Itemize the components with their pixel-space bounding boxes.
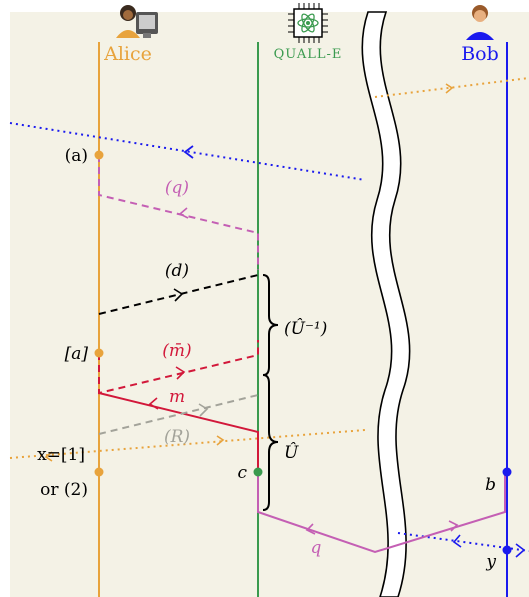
R-arrow — [198, 403, 209, 417]
brace-u — [262, 374, 279, 511]
m-bar-path — [98, 340, 259, 395]
q-bottom-arrow-right — [448, 520, 459, 532]
bob-avatar-icon — [466, 5, 494, 40]
orange-signal-bottom-arrow-right — [216, 435, 225, 446]
m-arrow — [148, 397, 159, 410]
label-x: x=[1] — [37, 445, 85, 465]
chip-icon — [288, 3, 328, 43]
label-m: m — [169, 387, 185, 407]
blue-signal-top-arrow — [183, 145, 194, 159]
q-bottom-path — [257, 472, 506, 554]
orange-signal-top — [374, 77, 529, 98]
label-or2: or (2) — [40, 480, 88, 500]
event-a — [94, 150, 104, 160]
label-m-bar: (m̄) — [162, 341, 191, 361]
d-path — [98, 274, 259, 315]
event-y — [502, 545, 512, 555]
d-arrow — [173, 288, 184, 302]
label-d: (d) — [165, 261, 189, 281]
alice-name: Alice — [103, 43, 152, 65]
q-path — [98, 155, 259, 270]
label-U-inverse: (Û⁻¹) — [284, 318, 327, 339]
orange-signal-bottom-arrow-left — [44, 451, 53, 462]
event-x — [94, 467, 104, 477]
spacetime-gap — [361, 11, 411, 597]
label-q: (q) — [165, 178, 189, 198]
label-q-bottom: q — [311, 538, 322, 558]
event-a-bracket — [94, 348, 104, 358]
event-c — [253, 467, 263, 477]
blue-signal-bottom-arrow — [452, 534, 462, 548]
q-bottom-arrow-left — [305, 523, 316, 535]
label-a-bracket: [a] — [65, 344, 89, 364]
m-bar-arrow — [175, 366, 186, 380]
label-a: (a) — [65, 146, 88, 166]
bob-name: Bob — [461, 43, 499, 65]
label-b: b — [485, 475, 496, 495]
label-y: y — [485, 552, 496, 572]
blue-signal-bottom — [397, 532, 529, 552]
brace-u-inverse — [262, 274, 279, 376]
alice-avatar-icon — [116, 5, 158, 38]
event-b — [502, 467, 512, 477]
label-R: (R) — [164, 427, 190, 447]
orange-signal-top-arrow — [445, 83, 454, 94]
blue-signal-bottom-arrow-right — [515, 543, 526, 558]
quall-e-name: QUALL-E — [274, 47, 343, 62]
R-path — [98, 394, 259, 435]
label-c: c — [237, 463, 247, 483]
q-arrow — [178, 207, 189, 219]
label-U: Û — [284, 442, 299, 463]
